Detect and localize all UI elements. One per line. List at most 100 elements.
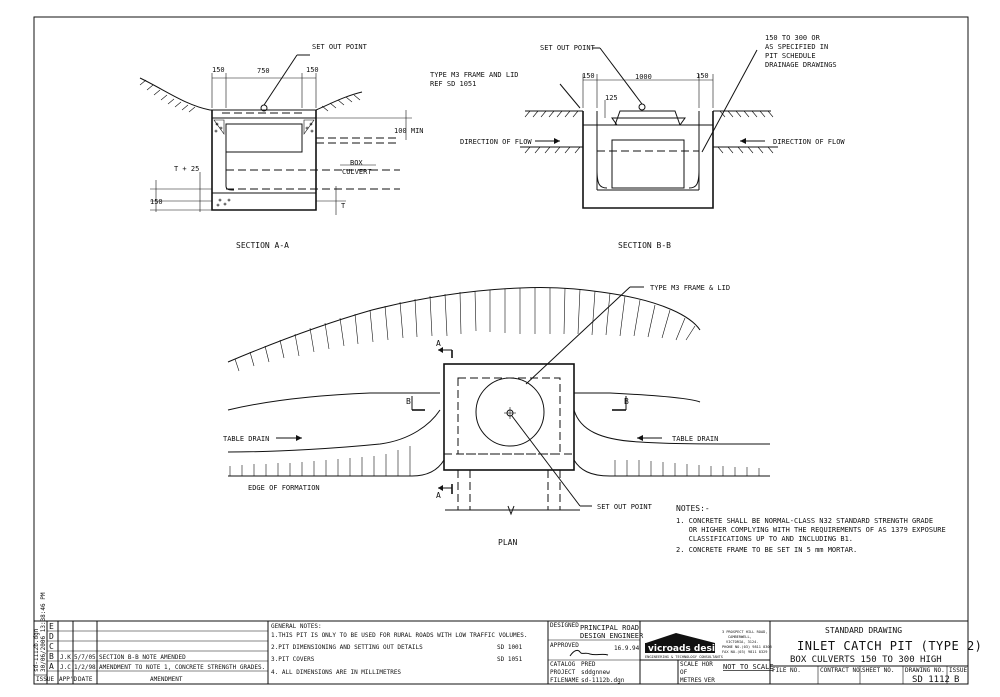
rev-header-appd: APP'D [59, 676, 77, 683]
designed-label: DESIGNED [550, 622, 579, 629]
issue-label: ISSUE [949, 667, 967, 674]
approved-label: APPROVED [550, 642, 579, 649]
bb-depth-4: DRAINAGE DRAWINGS [765, 61, 837, 69]
project-label: PROJECT [550, 669, 576, 676]
filename-label: FILENAME [550, 677, 579, 684]
sheet-no-label: SHEET NO. [862, 667, 895, 674]
gen-note-2-ref: SD 1001 [497, 644, 523, 651]
aa-dim-150-right: 150 [306, 66, 319, 74]
rev-header-amendment: AMENDMENT [150, 676, 183, 683]
aa-dim-t: T [341, 202, 346, 210]
drawing-title: STANDARD DRAWING INLET CATCH PIT (TYPE 2… [770, 626, 982, 685]
approved-date: 16.9.94 [614, 645, 640, 652]
section-bb-title: SECTION B-B [618, 241, 671, 250]
note-1-line-2: OR HIGHER COMPLYING WITH THE REQUIREMENT… [676, 526, 946, 534]
bb-depth-1: 150 TO 300 OR [765, 34, 821, 42]
contract-no-label: CONTRACT NO. [820, 667, 863, 674]
bb-depth-3: PIT SCHEDULE [765, 52, 816, 60]
address-3: VICTORIA, 3124. [726, 640, 758, 644]
scale-metres: METRES [680, 677, 702, 684]
aa-dim-150: 150 [150, 198, 163, 206]
standard-drawing-label: STANDARD DRAWING [825, 626, 902, 635]
drawing-title-line-2: BOX CULVERTS 150 TO 300 HIGH [790, 655, 942, 665]
plan-table-drain-right: TABLE DRAIN [672, 435, 718, 443]
file-no-label: FILE NO. [772, 667, 801, 674]
bb-dim-150-right: 150 [696, 72, 709, 80]
bb-set-out-label: SET OUT POINT [540, 44, 596, 52]
catalog-label: CATALOG [550, 661, 576, 668]
rev-amend-b: SECTION B-B NOTE AMENDED [99, 654, 186, 661]
catalog-value: PRED [581, 661, 596, 668]
aa-dim-t25: T + 25 [174, 165, 199, 173]
filename-value: sd-1112b.dgn [581, 677, 625, 684]
designed-by-1: PRINCIPAL ROAD [580, 624, 639, 632]
title-block: E D C B J.K 5/7/05 SECTION B-B NOTE AMEN… [33, 592, 982, 685]
scale-label: SCALE [680, 661, 698, 668]
scale-ver: VER [704, 677, 715, 684]
plan-cut-b-right: B [624, 397, 629, 406]
bb-dim-1000: 1000 [635, 73, 652, 81]
logo-roof-shape [646, 633, 715, 643]
drawing-no-label: DRAWING NO. [905, 667, 945, 674]
aa-box-label: BOX [350, 159, 363, 167]
plan-cut-a-bottom: A [436, 491, 441, 500]
address-1: 3 PROSPECT HILL ROAD, [722, 630, 767, 634]
vicroads-logo: vicroads design ENGINEERING & TECHNOLOGY… [645, 630, 772, 684]
plan-cut-a-top: A [436, 339, 441, 348]
address-4: PHONE NO.(03) 9811 8303 [722, 645, 772, 649]
note-1-line-3: CLASSIFICATIONS UP TO AND INCLUDING B1. [676, 535, 853, 543]
rev-amend-a: AMENDMENT TO NOTE 1, CONCRETE STRENGTH G… [99, 664, 265, 671]
bb-flow-right: DIRECTION OF FLOW [773, 138, 845, 146]
logo-sub: ENGINEERING & TECHNOLOGY CONSULTANTS [645, 655, 723, 659]
scale-block: SCALE HOR OF METRES VER NOT TO SCALE [640, 621, 774, 684]
approval-block: DESIGNED PRINCIPAL ROAD DESIGN ENGINEER … [548, 621, 644, 684]
rev-issue-a: A [49, 662, 54, 671]
plan-set-out-label: SET OUT POINT [597, 503, 653, 511]
plan-edge-of-formation: EDGE OF FORMATION [248, 484, 320, 492]
side-stamp-file: sd-1112b.dgn [33, 628, 40, 672]
rev-appd-a: J.C [60, 664, 71, 671]
note-2: 2. CONCRETE FRAME TO BE SET IN 5 mm MORT… [676, 546, 857, 554]
signature-mark [569, 649, 609, 657]
drawing-title-line-1: INLET CATCH PIT (TYPE 2) [797, 639, 982, 653]
bb-frame-label: TYPE M3 FRAME AND LID [430, 71, 519, 79]
bb-depth-2: AS SPECIFIED IN [765, 43, 828, 51]
notes-heading: NOTES:- [676, 504, 710, 513]
address-5: FAX NO.(03) 9811 8329 [722, 650, 767, 654]
rev-issue-e: E [49, 622, 54, 631]
aa-dim-100-min: 100 MIN [394, 127, 424, 135]
rev-date-b: 5/7/05 [74, 654, 96, 661]
plan-frame-label: TYPE M3 FRAME & LID [650, 284, 730, 292]
notes-block: NOTES:- 1. CONCRETE SHALL BE NORMAL-CLAS… [676, 504, 946, 554]
project-value: sddgnnew [581, 669, 610, 676]
revision-table: E D C B J.K 5/7/05 SECTION B-B NOTE AMEN… [33, 592, 269, 684]
plan-view: TYPE M3 FRAME & LID SET OUT POINT A A B … [223, 284, 771, 547]
rev-issue-c: C [49, 642, 54, 651]
gen-notes-heading: GENERAL NOTES: [271, 623, 322, 630]
issue-value: B [954, 675, 959, 685]
drawing-no-value: SD 1112 [912, 675, 950, 685]
rev-issue-d: D [49, 632, 54, 641]
general-notes: GENERAL NOTES: 1.THIS PIT IS ONLY TO BE … [271, 621, 549, 684]
scale-of: OF [680, 669, 688, 676]
bb-dim-150-left: 150 [582, 72, 595, 80]
gen-note-4: 4. ALL DIMENSIONS ARE IN MILLIMETRES [271, 669, 401, 676]
plan-table-drain-left: TABLE DRAIN [223, 435, 269, 443]
gen-note-3-ref: SD 1051 [497, 656, 523, 663]
sheet-border [33, 16, 969, 685]
bb-frame-ref: REF SD 1051 [430, 80, 476, 88]
designed-by-2: DESIGN ENGINEER [580, 632, 644, 640]
bb-dim-125: 125 [605, 94, 618, 102]
rev-header-date: DATE [78, 676, 93, 683]
aa-dim-150-left: 150 [212, 66, 225, 74]
gen-note-3: 3.PIT COVERS [271, 656, 315, 663]
gen-note-2: 2.PIT DIMENSIONING AND SETTING OUT DETAI… [271, 644, 423, 651]
gen-note-1: 1.THIS PIT IS ONLY TO BE USED FOR RURAL … [271, 632, 527, 639]
bb-flow-left: DIRECTION OF FLOW [460, 138, 532, 146]
section-aa: SET OUT POINT 150 750 150 100 MIN BOX CU… [139, 43, 424, 250]
plan-cut-b-left: B [406, 397, 411, 406]
section-aa-title: SECTION A-A [236, 241, 289, 250]
scale-hor: HOR [702, 661, 713, 668]
rev-appd-b: J.K [60, 654, 71, 661]
